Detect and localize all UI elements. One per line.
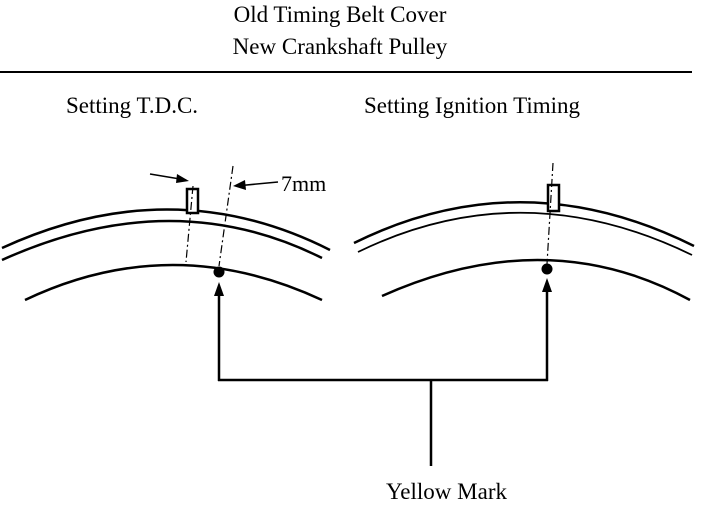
dimension-label-7mm: 7mm [281,171,327,196]
tdc-offset-line [218,165,234,267]
tdc-arrowhead [214,282,224,296]
tdc-dim-right-arrowhead [233,180,246,190]
label-setting-tdc: Setting T.D.C. [66,93,199,118]
tdc-belt-cover-outer-arc [1,208,331,252]
tdc-dim-left-arrowhead [176,174,189,183]
ign-cover-notch [546,183,561,213]
label-setting-ignition-timing: Setting Ignition Timing [364,93,580,118]
title-old-timing-belt-cover: Old Timing Belt Cover [233,2,447,27]
ign-notch-centerline [546,162,554,265]
ign-pulley-arc [381,258,691,302]
title-new-crankshaft-pulley: New Crankshaft Pulley [232,34,448,59]
ign-belt-cover-inner-arc [357,211,693,256]
tdc-belt-cover-inner-arc [1,219,323,262]
tdc-panel [1,165,331,381]
ign-belt-cover-outer-arc [353,201,695,248]
label-yellow-mark: Yellow Mark [386,479,507,504]
tdc-yellow-mark-dot [213,266,225,278]
ign-yellow-mark-dot [541,263,553,275]
ignition-panel [353,162,695,381]
ign-arrowhead [542,278,552,292]
tdc-pulley-arc [24,263,323,302]
tdc-notch-centerline [185,185,194,263]
